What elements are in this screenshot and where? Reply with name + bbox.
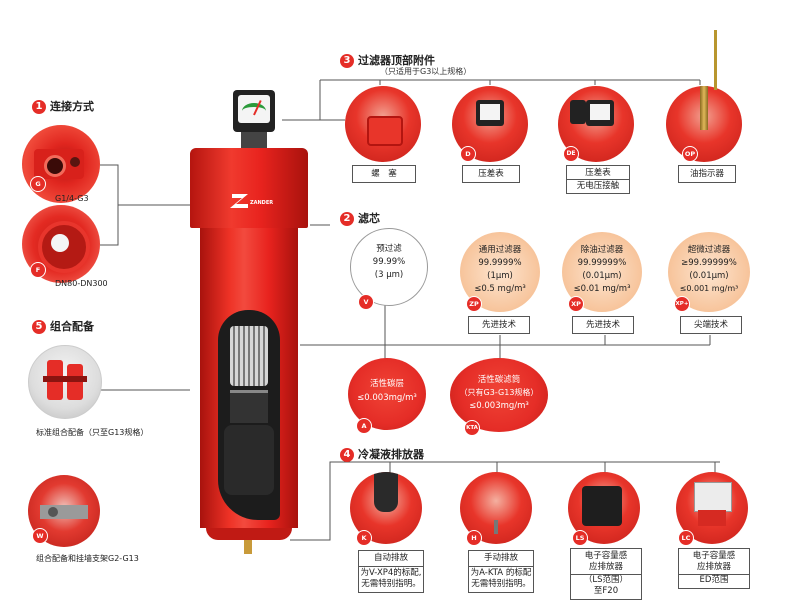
drain-ls-title2: 应排放器 xyxy=(588,562,623,572)
section-4-title: 4 冷凝液排放器 xyxy=(340,446,424,462)
cutaway-element xyxy=(218,310,280,520)
section-1-title: 1 连接方式 xyxy=(32,98,94,114)
element-kta: 活性碳滤筒 （只有G3-G13规格） ≤0.003mg/m³ xyxy=(450,358,548,432)
drain-ls-title1: 电子容量感 xyxy=(584,551,628,561)
badge-g: G xyxy=(30,176,46,192)
badge-w: W xyxy=(32,528,48,544)
pressure-gauge xyxy=(233,90,275,132)
badge-v: V xyxy=(358,294,374,310)
connection-g-label: G1/4-G3 xyxy=(55,194,89,203)
element-a-name: 活性碳层 xyxy=(369,379,404,389)
filter-head: ZANDER xyxy=(190,148,308,228)
section-number: 2 xyxy=(340,212,354,226)
accessory-plug-label: 螺 塞 xyxy=(352,165,416,183)
brand-logo: ZANDER xyxy=(228,192,273,210)
badge-ls: LS xyxy=(572,530,588,546)
section-number: 4 xyxy=(340,448,354,462)
element-xp-plus-efficiency: ≥99.99999% xyxy=(681,258,737,268)
element-xp-plus-size: (0.01μm) xyxy=(689,271,729,281)
accessory-plug-image xyxy=(345,86,421,162)
element-zp-size: (1μm) xyxy=(487,271,513,281)
badge-xp: XP xyxy=(568,296,584,312)
badge-f: F xyxy=(30,262,46,278)
section-label: 组合配备 xyxy=(50,320,94,333)
drain-k-title: 自动排放 xyxy=(373,553,408,563)
badge-de: DE xyxy=(563,146,579,162)
element-xp-size: (0.01μm) xyxy=(582,271,622,281)
drain-k-note1: 为V-XP4的标配, xyxy=(359,566,423,578)
element-zp-name: 通用过滤器 xyxy=(478,245,522,255)
element-zp-oil: ≤0.5 mg/m³ xyxy=(474,284,526,294)
badge-a: A xyxy=(356,418,372,434)
badge-k: K xyxy=(356,530,372,546)
element-xp-name: 除油过滤器 xyxy=(580,245,624,255)
section-number: 1 xyxy=(32,100,46,114)
section-label: 滤芯 xyxy=(358,212,380,225)
element-kta-name: 活性碳滤筒 xyxy=(477,375,521,385)
element-zp-tag: 先进技术 xyxy=(468,316,530,334)
badge-lc: LC xyxy=(678,530,694,546)
drain-lc-title1: 电子容量感 xyxy=(692,551,736,561)
element-xp-tag: 先进技术 xyxy=(572,316,634,334)
badge-op: OP xyxy=(682,146,698,162)
badge-kta: KTA xyxy=(464,420,480,436)
badge-zp: ZP xyxy=(466,296,482,312)
section-label: 过滤器顶部附件 xyxy=(358,54,435,67)
combo-wall-label: 组合配备和挂墙支架G2-G13 xyxy=(36,554,139,563)
section-3-subtitle: （只适用于G3以上规格） xyxy=(380,67,472,76)
section-label: 连接方式 xyxy=(50,100,94,113)
element-v-name: 预过滤 xyxy=(376,244,402,254)
drain-lc-label: 电子容量感 应排放器 ED范围 xyxy=(678,548,750,589)
connection-f-label: DN80-DN300 xyxy=(55,279,108,288)
section-number: 3 xyxy=(340,54,354,68)
section-label: 冷凝液排放器 xyxy=(358,448,424,461)
connection-g-image xyxy=(22,125,100,203)
element-v-size: (3 μm) xyxy=(374,270,404,280)
element-xp-plus-tag: 尖端技术 xyxy=(680,316,742,334)
drain-lc-title2: 应排放器 xyxy=(696,562,731,572)
drain-h-note2: 无需特别指明。 xyxy=(471,579,531,589)
drain-lc-note1: ED范围 xyxy=(679,574,749,586)
drain-h-note1: 为A-KTA 的标配 xyxy=(469,566,533,578)
combo-standard-label: 标准组合配备（只至G13规格） xyxy=(36,428,149,437)
element-zp-efficiency: 99.9999% xyxy=(478,258,522,268)
element-xp-plus-oil: ≤0.001 mg/m³ xyxy=(679,284,739,293)
badge-h: H xyxy=(466,530,482,546)
accessory-dp-gauge-label: 压差表 xyxy=(462,165,520,183)
element-a-oil: ≤0.003mg/m³ xyxy=(357,393,417,403)
element-xp-efficiency: 99.99999% xyxy=(577,258,627,268)
element-xp-oil: ≤0.01 mg/m³ xyxy=(573,284,631,294)
accessory-dp-contact-label-line1: 压差表 xyxy=(585,168,611,178)
element-a: 活性碳层 ≤0.003mg/m³ xyxy=(348,358,426,430)
drain-k-label: 自动排放 为V-XP4的标配, 无需特别指明。 xyxy=(358,550,424,593)
drain-ls-note1: （LS范围） xyxy=(571,574,641,586)
drain-ls-label: 电子容量感 应排放器 （LS范围） 至F20 xyxy=(570,548,642,600)
filter-bowl xyxy=(200,228,298,528)
accessory-oil-indicator-label: 油指示器 xyxy=(678,165,736,183)
accessory-oil-indicator-image xyxy=(666,86,742,162)
element-kta-note: （只有G3-G13规格） xyxy=(459,388,539,397)
section-2-title: 2 滤芯 xyxy=(340,210,380,226)
oil-indicator-stem xyxy=(714,30,717,90)
drain-k-note2: 无需特别指明。 xyxy=(361,579,421,589)
combo-standard-image xyxy=(28,345,102,419)
element-v-efficiency: 99.99% xyxy=(372,257,406,267)
accessory-dp-contact-label: 压差表 无电压接触 xyxy=(566,165,630,194)
drain-h-title: 手动排放 xyxy=(483,553,518,563)
badge-d: D xyxy=(460,146,476,162)
section-5-title: 5 组合配备 xyxy=(32,318,94,334)
badge-xp-plus: XP+ xyxy=(674,296,690,312)
section-3-title: 3 过滤器顶部附件 xyxy=(340,52,435,68)
element-zp: 通用过滤器 99.9999% (1μm) ≤0.5 mg/m³ xyxy=(460,232,540,312)
section-number: 5 xyxy=(32,320,46,334)
element-xp-plus-name: 超微过滤器 xyxy=(687,245,731,255)
filter-housing: ZANDER xyxy=(188,90,310,560)
drain-ls-note2: 至F20 xyxy=(593,586,619,596)
drain-h-label: 手动排放 为A-KTA 的标配 无需特别指明。 xyxy=(468,550,534,593)
element-kta-oil: ≤0.003mg/m³ xyxy=(469,401,529,411)
combo-wall-image xyxy=(28,475,100,547)
element-xp: 除油过滤器 99.99999% (0.01μm) ≤0.01 mg/m³ xyxy=(562,232,642,312)
accessory-dp-contact-label-line2: 无电压接触 xyxy=(567,179,629,192)
element-v: 预过滤 99.99% (3 μm) xyxy=(350,228,428,306)
